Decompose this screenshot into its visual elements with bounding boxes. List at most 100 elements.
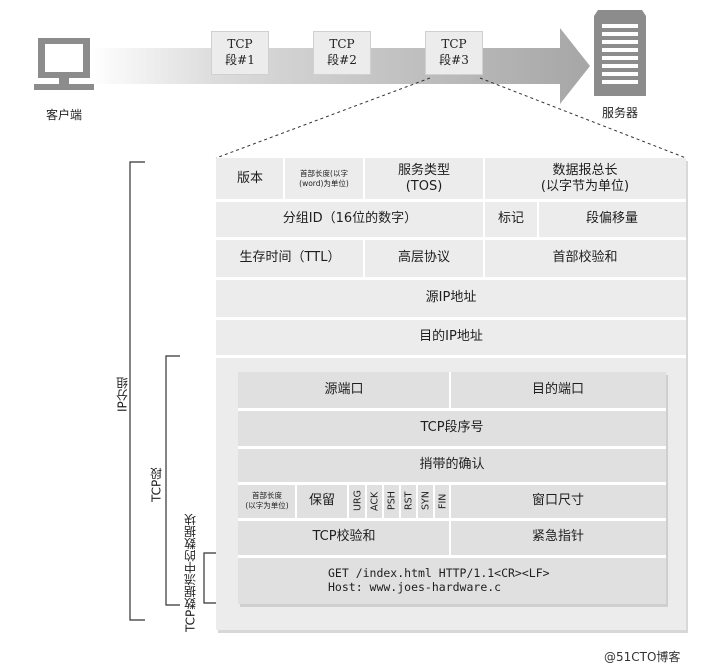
sequence-field: TCP段序号 xyxy=(238,409,666,447)
payload-line1: GET /index.html HTTP/1.1<CR><LF> xyxy=(328,565,550,580)
tcp-checksum-text: TCP校验和 xyxy=(312,529,376,545)
tcp-hlen-field: 首部长度 (以字为单位) xyxy=(238,483,296,519)
header-checksum-text: 首部校验和 xyxy=(552,249,618,265)
window-text: 窗口尺寸 xyxy=(531,492,584,508)
tcp-checksum-field: TCP校验和 xyxy=(238,519,450,556)
ip-header: 版本 首部长度(以字 (word)为单位) 服务类型 (TOS) 数据报总长 (… xyxy=(216,158,686,630)
tcp-col-divider xyxy=(399,483,401,519)
computer-icon xyxy=(34,38,94,90)
total-length-line2: (以字节为单位) xyxy=(540,179,630,194)
tcp-col-divider xyxy=(382,483,384,519)
ip-col-divider xyxy=(483,158,485,278)
tcp-header: 源端口 目的端口 TCP段序号 捎带的确认 首部长度 (以字为单位) 保留 UR… xyxy=(238,372,666,604)
tos-line2: (TOS) xyxy=(405,179,443,194)
tcp-hlen-line1: 首部长度 xyxy=(252,491,282,501)
ip-row-divider xyxy=(216,199,686,202)
server: 服务器 xyxy=(580,10,660,126)
payload-line2: Host: www.joes-hardware.c xyxy=(328,580,502,594)
tcp-col-divider xyxy=(295,483,297,519)
ihl-line1: 首部长度(以字 xyxy=(300,169,348,179)
tcp-col-divider xyxy=(416,483,418,519)
client-label: 客户端 xyxy=(45,108,82,122)
ip-col-divider xyxy=(363,158,365,200)
tos-line1: 服务类型 xyxy=(397,162,450,178)
total-length-line1: 数据报总长 xyxy=(552,162,618,178)
tcp-row-divider xyxy=(238,555,666,558)
source-ip-text: 源IP地址 xyxy=(425,289,477,305)
src-port-text: 源端口 xyxy=(324,382,364,398)
sequence-text: TCP段序号 xyxy=(420,419,484,435)
dst-port-text: 目的端口 xyxy=(531,382,584,398)
window-field: 窗口尺寸 xyxy=(450,483,666,519)
total-length-field: 数据报总长 (以字节为单位) xyxy=(484,158,686,200)
tcp-hlen-line2: (以字为单位) xyxy=(245,501,289,510)
flag-ack: ACK xyxy=(369,491,381,511)
ip-col-divider xyxy=(363,238,365,278)
dst-port-field: 目的端口 xyxy=(450,372,666,409)
tcp-col-divider xyxy=(449,483,451,556)
header-checksum-field: 首部校验和 xyxy=(484,238,686,278)
ip-row-divider xyxy=(216,355,686,358)
urgent-pointer-text: 紧急指针 xyxy=(531,529,584,545)
tcp-segment-1: TCP 段#1 xyxy=(211,31,269,75)
ip-row-divider xyxy=(216,317,686,320)
server-label: 服务器 xyxy=(601,106,638,120)
flags-text: 标记 xyxy=(497,210,524,226)
segment-2-line2: 段#2 xyxy=(327,53,357,67)
tcp-segment-label: TCP段 xyxy=(149,467,164,503)
segment-3-line1: TCP xyxy=(441,37,467,52)
watermark: @51CTO博客 xyxy=(604,650,681,664)
segment-3-line2: 段#3 xyxy=(439,53,469,67)
protocol-field: 高层协议 xyxy=(364,238,484,278)
dest-ip-text: 目的IP地址 xyxy=(419,328,483,344)
flag-rst: RST xyxy=(403,491,415,511)
payload-field: GET /index.html HTTP/1.1<CR><LF> Host: w… xyxy=(238,556,666,604)
segment-1-line2: 段#1 xyxy=(225,53,255,67)
ip-row-divider xyxy=(216,277,686,280)
urgent-pointer-field: 紧急指针 xyxy=(450,519,666,556)
ack-field: 捎带的确认 xyxy=(238,447,666,483)
source-ip-field: 源IP地址 xyxy=(216,278,686,318)
src-port-field: 源端口 xyxy=(238,372,450,409)
tcp-row-divider xyxy=(238,408,666,411)
version-text: 版本 xyxy=(236,170,263,186)
segment-1-line1: TCP xyxy=(227,37,253,52)
fragment-offset-text: 段偏移量 xyxy=(585,210,638,226)
tcp-row-divider xyxy=(238,518,666,521)
flag-psh: PSH xyxy=(386,491,398,511)
ttl-field: 生存时间（TTL） xyxy=(216,238,364,278)
version-field: 版本 xyxy=(216,158,284,200)
tcp-segment-2: TCP 段#2 xyxy=(313,31,371,75)
ihl-line2: (word)为单位) xyxy=(299,179,349,188)
tcp-col-divider xyxy=(449,372,451,409)
ttl-text: 生存时间（TTL） xyxy=(239,249,341,265)
ihl-field: 首部长度(以字 (word)为单位) xyxy=(284,158,364,200)
reserved-text: 保留 xyxy=(308,492,335,508)
flag-syn: SYN xyxy=(420,491,432,511)
tcp-col-divider xyxy=(365,483,367,519)
tcp-row-divider xyxy=(238,482,666,485)
tcp-col-divider xyxy=(433,483,435,519)
flags-field: 标记 xyxy=(484,200,538,238)
dest-ip-field: 目的IP地址 xyxy=(216,318,686,356)
ack-text: 捎带的确认 xyxy=(419,456,485,472)
tos-field: 服务类型 (TOS) xyxy=(364,158,484,200)
ip-col-divider xyxy=(537,200,539,238)
tcp-data-label: TCP数据流中的数据块 xyxy=(183,513,198,633)
ip-row-divider xyxy=(216,237,686,240)
segment-2-line1: TCP xyxy=(329,37,355,52)
packet-id-field: 分组ID（16位的数字） xyxy=(216,200,484,238)
ip-packet-label: IP分组 xyxy=(115,377,130,413)
packet-id-text: 分组ID（16位的数字） xyxy=(282,210,418,226)
ip-col-divider xyxy=(283,158,285,200)
tcp-segment-3: TCP 段#3 xyxy=(425,31,483,75)
protocol-text: 高层协议 xyxy=(397,249,450,265)
tcp-col-divider xyxy=(347,483,349,519)
client: 客户端 xyxy=(24,36,104,126)
tcp-row-divider xyxy=(238,446,666,449)
flag-urg: URG xyxy=(352,490,364,512)
fragment-offset-field: 段偏移量 xyxy=(538,200,686,238)
server-icon xyxy=(594,10,646,96)
reserved-field: 保留 xyxy=(296,483,348,519)
